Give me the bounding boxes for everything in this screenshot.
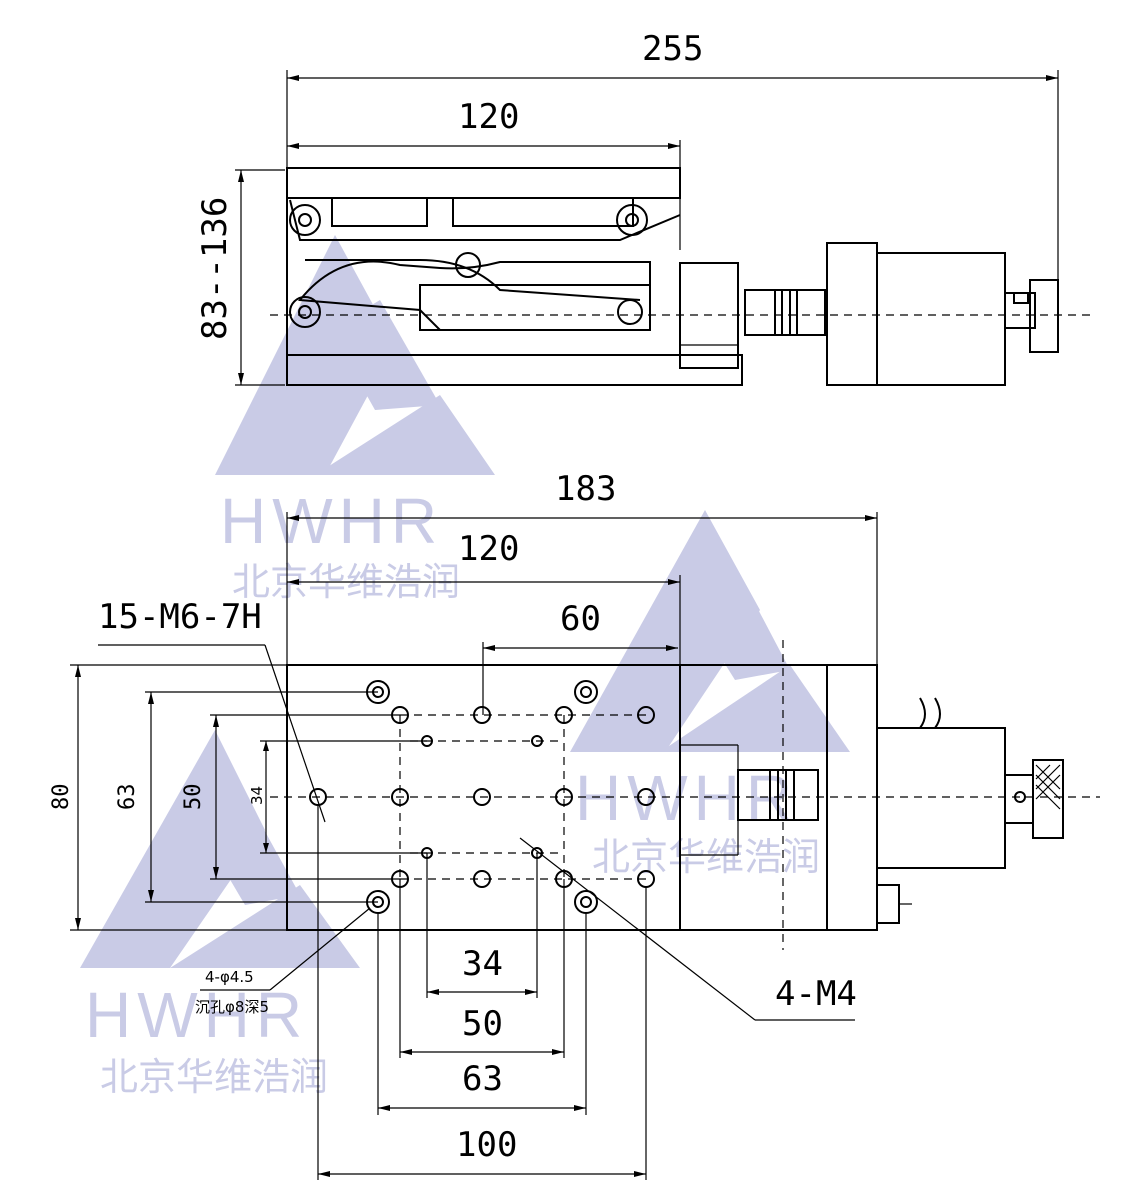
watermark-logo-shape <box>195 795 300 905</box>
watermark-logo-shape <box>685 575 790 680</box>
motor-cable <box>919 697 941 729</box>
label-15-m6-7h: 15-M6-7H <box>98 597 262 637</box>
watermark-top-left: HWHR 北京华维浩润 <box>215 235 495 604</box>
label-4-m4: 4-M4 <box>775 974 857 1014</box>
watermark-company: 北京华维浩润 <box>592 835 820 879</box>
watermark-brand: HWHR <box>575 762 798 834</box>
counterbore-hole <box>574 890 598 914</box>
scissor-arm-lower <box>298 260 651 331</box>
motor-body <box>876 252 1006 386</box>
dimension-63: 63 <box>115 784 140 811</box>
pivot-pin <box>289 204 321 236</box>
dimension-83-136: 83--136 <box>195 197 235 340</box>
motor-flange <box>826 242 878 386</box>
knob-plan <box>1032 759 1064 839</box>
pivot-center <box>455 252 481 278</box>
leader-line-m4 <box>519 837 756 1021</box>
counterbore-hole <box>574 680 598 704</box>
watermark-logo-shape <box>315 395 495 475</box>
slide-block <box>419 284 651 331</box>
motor-plan <box>876 727 1006 869</box>
arm-bracket-right <box>452 197 634 227</box>
dimension-34-vertical: 34 <box>248 786 266 805</box>
leader-line-counterbore <box>269 907 371 991</box>
plan-view: 183 120 60 <box>49 469 1100 1180</box>
watermark-company: 北京华维浩润 <box>100 1055 328 1099</box>
pivot-pin <box>289 296 321 328</box>
dimension-60: 60 <box>560 599 601 639</box>
m6-hole <box>637 788 655 806</box>
watermark-logo-shape <box>170 885 360 968</box>
adjust-knob <box>1029 279 1059 353</box>
label-counterbore-depth: 沉孔φ8深5 <box>195 998 269 1016</box>
limit-switch <box>876 884 900 924</box>
dimension-120-top: 120 <box>458 97 519 137</box>
knurl-icon <box>1035 764 1061 810</box>
watermark-logo-shape <box>660 665 850 752</box>
dimension-80: 80 <box>49 784 74 811</box>
dimension-100: 100 <box>456 1125 517 1165</box>
dimension-63-bottom: 63 <box>462 1059 503 1099</box>
dimension-120-plan: 120 <box>458 529 519 569</box>
m6-hole <box>473 788 491 806</box>
side-view: 255 120 83--136 <box>195 29 1090 386</box>
label-counterbore-dia: 4-φ4.5 <box>205 968 254 986</box>
watermark-logo-shape <box>80 730 265 968</box>
watermark-right: HWHR 北京华维浩润 <box>570 510 850 879</box>
leader-line-m6 <box>264 644 326 823</box>
base-plate <box>286 354 743 386</box>
watermark-brand: HWHR <box>85 979 308 1051</box>
watermark-brand: HWHR <box>220 485 443 557</box>
pivot-pin <box>617 299 643 325</box>
watermark-logo-shape <box>570 510 760 752</box>
coupling <box>744 289 826 336</box>
dimension-50: 50 <box>181 784 206 811</box>
dimension-50-bottom: 50 <box>462 1004 503 1044</box>
pivot-pin <box>616 204 648 236</box>
dimension-34-bottom: 34 <box>462 944 503 984</box>
top-plate <box>286 167 681 199</box>
knob-shaft-plan <box>1004 774 1034 824</box>
dimension-183: 183 <box>555 469 616 509</box>
arm-bracket-left <box>331 197 428 227</box>
dimension-255: 255 <box>642 29 703 69</box>
watermark-bottom-left: HWHR 北京华维浩润 <box>80 730 360 1099</box>
